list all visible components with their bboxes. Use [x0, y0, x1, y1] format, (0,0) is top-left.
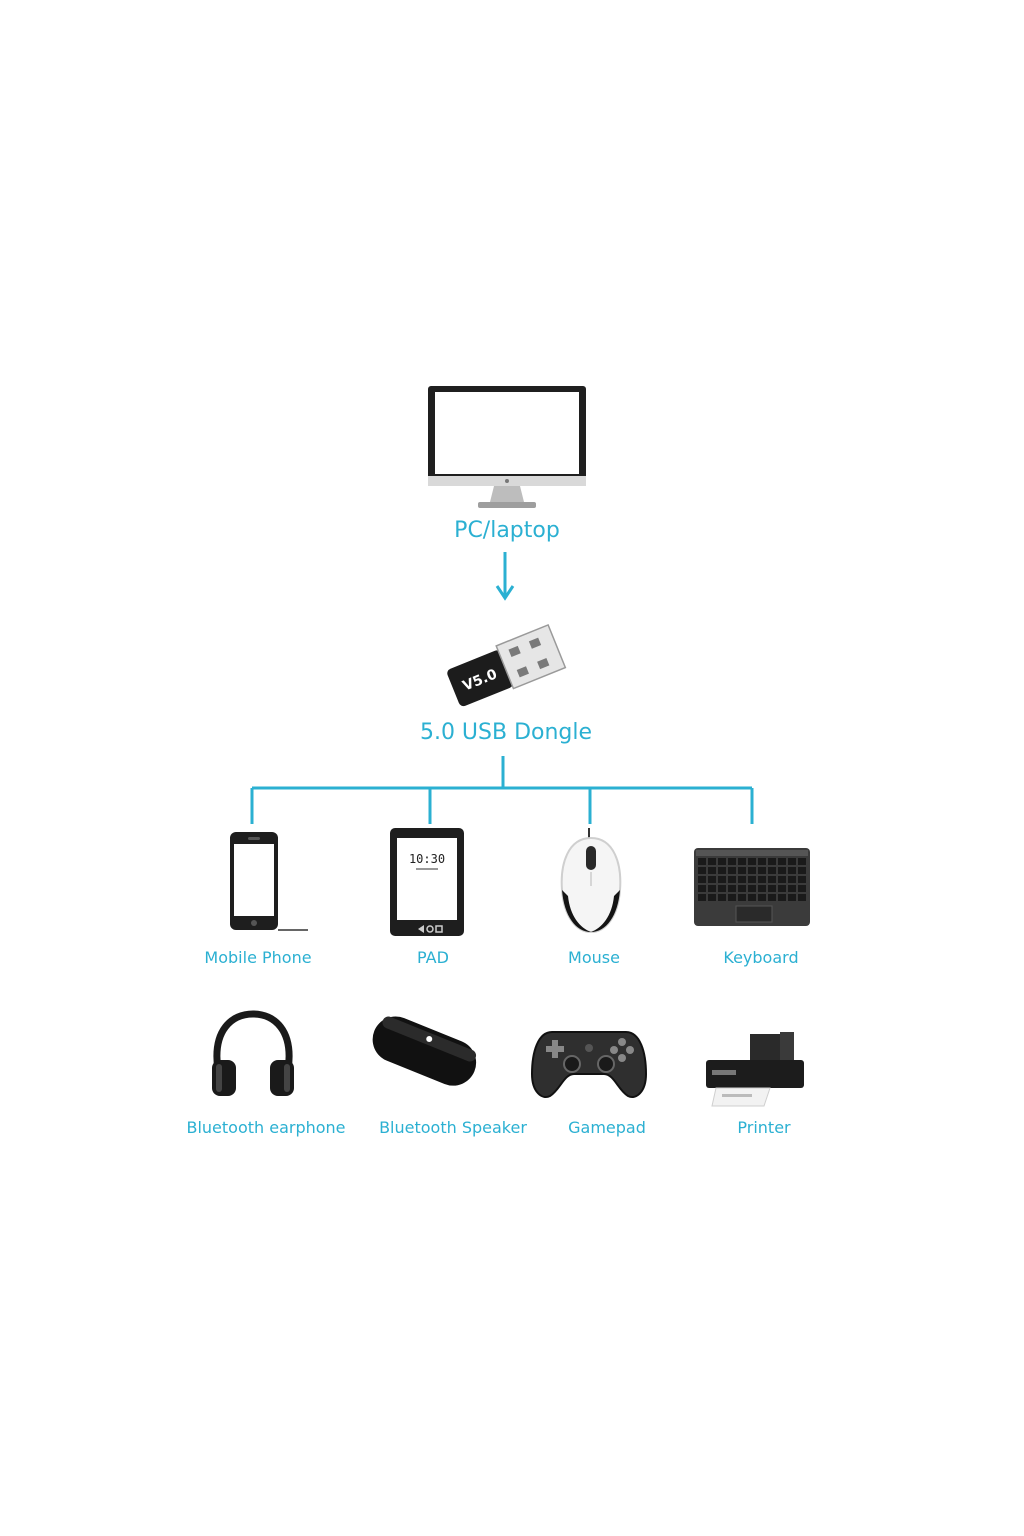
keyboard-key — [798, 867, 806, 874]
keyboard-key — [748, 885, 756, 892]
keyboard-key — [798, 885, 806, 892]
keyboard-key — [778, 867, 786, 874]
keyboard-key — [708, 858, 716, 865]
keyboard-key — [788, 885, 796, 892]
keyboard-key — [728, 885, 736, 892]
keyboard-key — [718, 858, 726, 865]
tablet-time: 10:30 — [409, 852, 445, 866]
headphones-icon — [212, 1010, 294, 1096]
keyboard-key — [728, 867, 736, 874]
keyboard-key — [738, 858, 746, 865]
keyboard-key — [748, 894, 756, 901]
keyboard-key — [748, 876, 756, 883]
keyboard-key — [798, 876, 806, 883]
gamepad-icon — [530, 1031, 648, 1098]
keyboard-key — [758, 858, 766, 865]
keyboard-key — [738, 885, 746, 892]
device-label-bluetooth-earphone: Bluetooth earphone — [186, 1118, 346, 1137]
keyboard-key — [698, 858, 706, 865]
keyboard-key — [758, 867, 766, 874]
keyboard-key — [748, 867, 756, 874]
keyboard-key — [788, 876, 796, 883]
keyboard-key — [798, 894, 806, 901]
keyboard-key — [718, 885, 726, 892]
keyboard-key — [788, 867, 796, 874]
device-label-keyboard: Keyboard — [723, 948, 799, 967]
device-label-mouse: Mouse — [568, 948, 620, 967]
keyboard-key — [708, 876, 716, 883]
printer-icon — [706, 1032, 804, 1107]
keyboard-key — [698, 885, 706, 892]
arrow-head — [495, 585, 515, 601]
keyboard-key — [788, 894, 796, 901]
mouse-icon — [560, 828, 622, 934]
device-label-gamepad: Gamepad — [568, 1118, 646, 1137]
keyboard-key — [698, 867, 706, 874]
keyboard-key — [738, 894, 746, 901]
keyboard-key — [788, 858, 796, 865]
device-label-pad: PAD — [417, 948, 449, 967]
device-label-mobile-phone: Mobile Phone — [204, 948, 312, 967]
keyboard-key — [768, 876, 776, 883]
keyboard-icon — [694, 848, 810, 926]
keyboard-key — [768, 867, 776, 874]
keyboard-key — [758, 885, 766, 892]
keyboard-key — [728, 894, 736, 901]
keyboard-key — [778, 885, 786, 892]
keyboard-key — [778, 876, 786, 883]
keyboard-key — [698, 876, 706, 883]
speaker-icon — [372, 1016, 477, 1086]
keyboard-key — [708, 885, 716, 892]
keyboard-key — [698, 894, 706, 901]
keyboard-key — [778, 858, 786, 865]
keyboard-key — [768, 858, 776, 865]
keyboard-key — [748, 858, 756, 865]
keyboard-key — [728, 858, 736, 865]
device-label-bluetooth-speaker: Bluetooth Speaker — [379, 1118, 527, 1137]
keyboard-key — [708, 894, 716, 901]
device-label-printer: Printer — [737, 1118, 791, 1137]
mobile-phone-icon — [230, 832, 308, 931]
host-label: PC/laptop — [454, 518, 560, 543]
keyboard-key — [718, 894, 726, 901]
keyboard-key — [758, 876, 766, 883]
keyboard-key — [768, 894, 776, 901]
keyboard-key — [718, 876, 726, 883]
usb-dongle-icon: V5.0 — [447, 623, 567, 707]
keyboard-key — [738, 876, 746, 883]
tablet-icon: 10:30 — [390, 828, 464, 936]
keyboard-key — [768, 885, 776, 892]
keyboard-key — [758, 894, 766, 901]
keyboard-key — [708, 867, 716, 874]
monitor-icon — [428, 386, 586, 508]
dongle-label: 5.0 USB Dongle — [419, 720, 593, 745]
keyboard-key — [728, 876, 736, 883]
keyboard-key — [778, 894, 786, 901]
keyboard-key — [718, 867, 726, 874]
keyboard-key — [798, 858, 806, 865]
keyboard-key — [738, 867, 746, 874]
